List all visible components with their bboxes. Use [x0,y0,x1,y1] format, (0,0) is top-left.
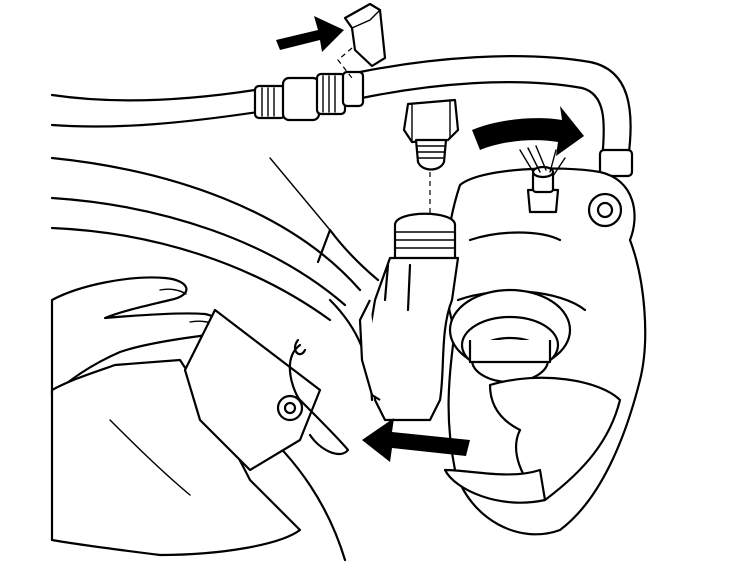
hand [50,276,302,557]
retaining-clip [337,2,387,79]
banjo-bolt [402,98,460,215]
hose-fitting [358,212,460,422]
rotate-arrow [472,106,584,156]
pull-hose-arrow [362,418,470,462]
bleeder-valve [519,145,566,214]
remove-clip-arrow [276,16,344,52]
wire-spring-clip [183,308,350,472]
caliper-housing [443,167,647,536]
brake-hose [50,55,634,178]
